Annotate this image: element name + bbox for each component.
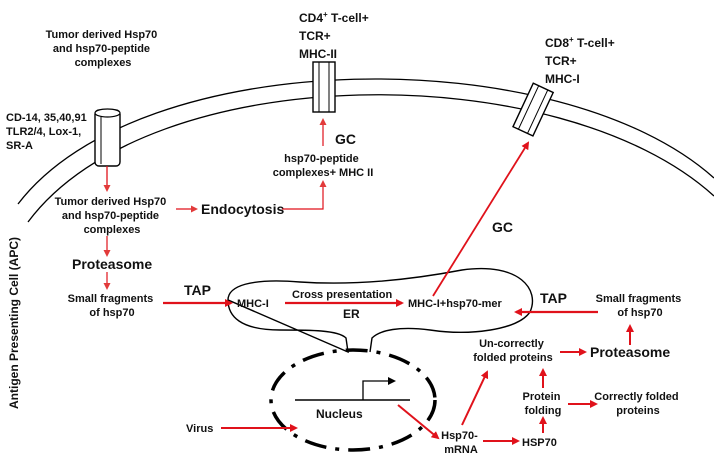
gene-promoter-icon <box>295 377 410 401</box>
hsp70-protein-label: HSP70 <box>522 437 557 449</box>
cd8-tcell-label: CD8+ T-cell+ <box>545 35 615 50</box>
uncorrectly-folded-label: Un-correctly folded proteins <box>473 338 552 364</box>
protein-folding-label: Protein folding <box>523 391 564 417</box>
arrow-mrna-to-uncorrect <box>461 370 489 426</box>
cd8-tcr-label: TCR+ <box>545 54 577 68</box>
nucleus-label: Nucleus <box>316 407 363 421</box>
receptor-list-label: CD-14, 35,40,91 TLR2/4, Lox-1, SR-A <box>6 112 90 152</box>
hsp70-mrna-label: Hsp70- mRNA <box>441 430 481 456</box>
proteasome-left-label: Proteasome <box>72 256 152 272</box>
mhc2-receptor-channel <box>312 61 336 113</box>
cd4-tcell-label: CD4+ T-cell+ <box>299 10 369 25</box>
nucleus-outline <box>269 348 437 452</box>
mhc1-label: MHC-I <box>237 298 269 310</box>
gc-mid-label: GC <box>492 219 513 235</box>
fragments-right-label: Small fragments of hsp70 <box>596 293 685 319</box>
virus-label: Virus <box>186 423 213 435</box>
gc-top-label: GC <box>335 131 356 147</box>
proteasome-right-label: Proteasome <box>590 344 670 360</box>
er-label: ER <box>343 307 360 321</box>
cell-membrane-outer <box>17 78 714 205</box>
cd4-tcr-label: TCR+ <box>299 29 331 43</box>
fragments-left-label: Small fragments of hsp70 <box>68 293 157 319</box>
tumor-hsp70-label-top: Tumor derived Hsp70 and hsp70-peptide co… <box>46 29 161 69</box>
arrow-mhc1-to-cd8 <box>432 141 530 297</box>
endocytosis-label: Endocytosis <box>201 201 284 217</box>
mhc1-receptor-channel <box>512 82 555 137</box>
receptor-channel-left <box>94 108 121 167</box>
correctly-folded-label: Correctly folded proteins <box>594 391 681 417</box>
tap-left-label: TAP <box>184 282 211 298</box>
cd4-mhc2-label: MHC-II <box>299 47 337 61</box>
cross-presentation-label: Cross presentation <box>292 289 393 301</box>
hsp70-mhc2-complex-label: hsp70-peptide complexes+ MHC II <box>273 153 374 179</box>
mhc1-hsp70mer-label: MHC-I+hsp70-mer <box>408 298 503 310</box>
apc-side-label: Antigen Presenting Cell (APC) <box>7 237 21 409</box>
arrow-nucleus-to-mrna <box>397 404 440 440</box>
er-outline <box>227 267 534 354</box>
tap-right-label: TAP <box>540 290 567 306</box>
arrow-endocytosis-to-mhc2 <box>282 180 327 210</box>
tumor-hsp70-label-inside: Tumor derived Hsp70 and hsp70-peptide co… <box>55 196 170 236</box>
cd8-mhc1-label: MHC-I <box>545 72 580 86</box>
